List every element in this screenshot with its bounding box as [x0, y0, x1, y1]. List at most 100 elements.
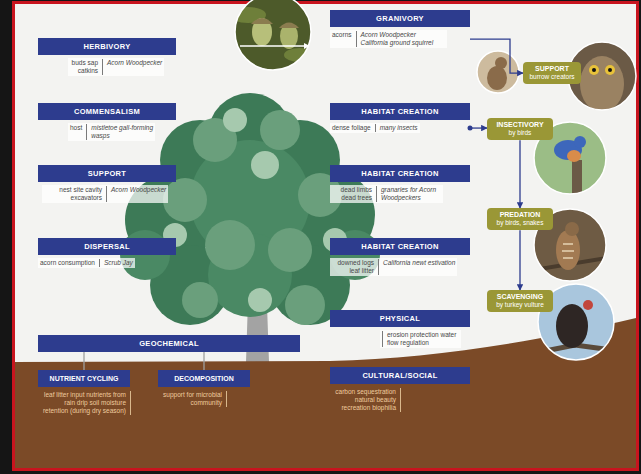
detail-list: leaf litter input nutrients from rain dr…	[40, 391, 131, 415]
owl-photo-part	[605, 65, 615, 75]
category-header: GEOCHEMICAL	[38, 335, 300, 352]
acorn-photo-part	[230, 0, 320, 80]
category-body: dead limbs dead treesgranaries for Acorn…	[330, 185, 443, 203]
owl-photo-part	[592, 68, 596, 72]
acorn-photo-part	[280, 23, 298, 49]
box-heading: PREDATION	[489, 211, 551, 219]
connector	[203, 352, 204, 370]
hawk-photo-part	[562, 244, 574, 258]
bluebird-photo-part	[574, 136, 586, 148]
category-box: DECOMPOSITION support for microbial commu…	[158, 370, 250, 408]
tree-foliage-part	[163, 178, 207, 222]
tree-foliage-part	[260, 110, 300, 150]
category-header: HABITAT CREATION	[330, 103, 470, 120]
tree-foliage-part	[268, 228, 312, 272]
tree-foliage-part	[248, 288, 272, 312]
food-web-box: INSECTIVORYby birds	[487, 118, 553, 140]
tree-foliage	[120, 93, 380, 325]
category-box: HABITAT CREATION dense foliagemany insect…	[330, 103, 470, 133]
category-box: GEOCHEMICAL	[38, 335, 300, 352]
detail-list: carbon sequestration natural beauty recr…	[332, 388, 401, 412]
box-subtitle: by turkey vulture	[489, 301, 551, 309]
species-name: mistletoe gall-forming wasps	[86, 124, 153, 140]
detail-list: acorns	[332, 31, 356, 47]
box-heading: INSECTIVORY	[489, 121, 551, 129]
category-box: CULTURAL/SOCIALcarbon sequestration natu…	[330, 367, 470, 413]
species-name: Scrub Jay	[99, 259, 133, 267]
category-body: buds sap catkinsAcorn Woodpecker	[68, 58, 164, 76]
category-box: HERBIVORY buds sap catkinsAcorn Woodpecke…	[38, 38, 176, 76]
food-web-box: PREDATIONby birds, snakes	[487, 208, 553, 230]
category-body: nest site cavity excavatorsAcorn Woodpec…	[42, 185, 168, 203]
detail-list: acorn consumption	[40, 259, 99, 267]
scene	[15, 93, 636, 468]
detail-list: support for microbial community	[160, 391, 227, 407]
species-name: Acorn Woodpecker California ground squir…	[356, 31, 445, 47]
acorn-photo	[230, 0, 320, 80]
category-body: hostmistletoe gall-forming wasps	[68, 123, 155, 141]
detail-list: buds sap catkins	[70, 59, 102, 75]
category-header: NUTRIENT CYCLING	[38, 370, 130, 387]
photo-rims-part	[235, 0, 311, 70]
category-header: SUPPORT	[38, 165, 176, 182]
category-header: HABITAT CREATION	[330, 165, 470, 182]
category-header: DECOMPOSITION	[158, 370, 250, 387]
acorn-photo-part	[279, 23, 299, 29]
detail-list: dense foliage	[332, 124, 375, 132]
category-body: support for microbial community	[158, 390, 229, 408]
squirrel-photo-part	[487, 66, 507, 90]
acorn-photo-part	[240, 45, 304, 47]
category-box: DISPERSAL acorn consumptionScrub Jay	[38, 238, 176, 268]
photo-rims	[235, 0, 636, 360]
box-subtitle: by birds	[489, 129, 551, 137]
species-name: Acorn Woodpecker	[102, 59, 162, 75]
category-box: HABITAT CREATION dead limbs dead treesgra…	[330, 165, 470, 203]
category-header: PHYSICAL	[330, 310, 470, 327]
connector	[470, 39, 523, 73]
tree-foliage-part	[223, 108, 247, 132]
connector-dot	[468, 126, 473, 131]
connector	[83, 352, 84, 370]
category-body: acorn consumptionScrub Jay	[38, 258, 135, 268]
category-body: carbon sequestration natural beauty recr…	[330, 387, 403, 413]
tree-foliage-part	[251, 151, 279, 179]
species-name: California newt estivation	[378, 259, 455, 275]
acorn-photo-part	[284, 48, 316, 62]
species-name: Acorn Woodpecker	[106, 186, 166, 202]
category-header: DISPERSAL	[38, 238, 176, 255]
connector	[470, 127, 487, 128]
detail-list: downed logs leaf litter	[332, 259, 378, 275]
acorn-photo-part	[252, 18, 272, 46]
category-box: GRANIVORY acornsAcorn Woodpecker Californ…	[330, 10, 470, 48]
category-box: NUTRIENT CYCLING leaf litter input nutrie…	[38, 370, 130, 416]
category-header: HERBIVORY	[38, 38, 176, 55]
hawk-photo-part	[556, 230, 580, 270]
box-subtitle: burrow creators	[525, 73, 579, 81]
category-body: dense foliagemany insects	[330, 123, 420, 133]
box-subtitle: by birds, snakes	[489, 219, 551, 227]
category-body: leaf litter input nutrients from rain dr…	[38, 390, 133, 416]
category-box: PHYSICAL erosion protection water flow re…	[330, 310, 470, 348]
owl-photo-part	[589, 65, 599, 75]
detail-list: host	[70, 124, 86, 140]
acorn-photo-part	[251, 18, 273, 24]
category-header: GRANIVORY	[330, 10, 470, 27]
tree-foliage-part	[205, 220, 255, 270]
panel	[14, 3, 638, 470]
category-body: erosion protection water flow regulation	[380, 330, 461, 348]
box-heading: SUPPORT	[525, 65, 579, 73]
category-body: acornsAcorn Woodpecker California ground…	[330, 30, 447, 48]
photo-rims-part	[477, 51, 519, 93]
connector	[519, 140, 520, 208]
connector	[519, 230, 520, 290]
detail-list: dead limbs dead trees	[332, 186, 376, 202]
species-name: granaries for Acorn Woodpeckers	[376, 186, 441, 202]
category-header: COMMENSALISM	[38, 103, 176, 120]
squirrel-photo	[470, 45, 530, 105]
vulture-photo-part	[583, 300, 593, 310]
squirrel-photo-part	[470, 45, 530, 105]
food-web-box: SCAVENGINGby turkey vulture	[487, 290, 553, 312]
tree-foliage-part	[182, 282, 218, 318]
category-box: COMMENSALISM hostmistletoe gall-forming w…	[38, 103, 176, 141]
